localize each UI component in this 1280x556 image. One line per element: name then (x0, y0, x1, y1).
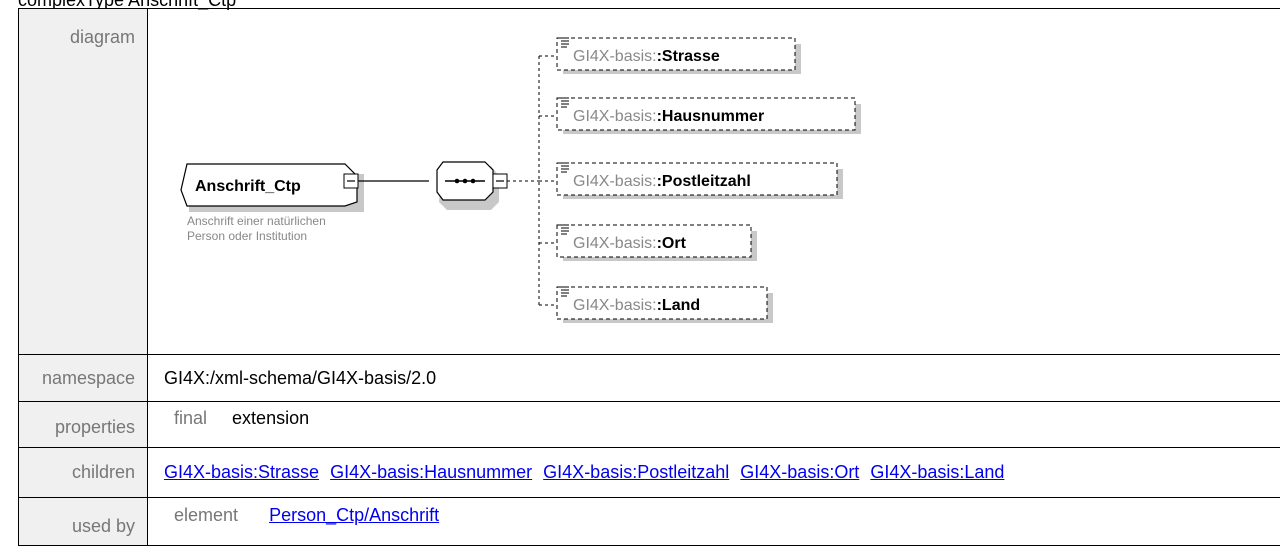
element-icon (561, 224, 569, 235)
row-used-by: used by element Person_Ctp/Anschrift (18, 497, 1280, 546)
element-prefix: GI4X-basis: (573, 297, 657, 314)
element-name: :Ort (657, 235, 687, 252)
element-icon (561, 286, 569, 297)
svg-text:GI4X-basis::Strasse: GI4X-basis::Strasse (573, 48, 720, 65)
element-box-hausnummer[interactable]: GI4X-basis::Hausnummer (556, 97, 861, 134)
element-icon (561, 37, 569, 48)
element-name: :Postleitzahl (657, 173, 751, 190)
element-name: :Land (657, 297, 701, 314)
element-box-strasse[interactable]: GI4X-basis::Strasse (556, 37, 801, 74)
element-icon (561, 97, 569, 108)
element-name: :Hausnummer (657, 108, 765, 125)
child-link-postleitzahl[interactable]: GI4X-basis:Postleitzahl (543, 462, 730, 482)
schema-diagram: Anschrift_Ctp Anschrift einer natürliche… (149, 10, 1279, 353)
diagram-cell: Anschrift_Ctp Anschrift einer natürliche… (147, 8, 1280, 355)
used-by-cell: element Person_Ctp/Anschrift (147, 497, 1280, 546)
annotation-line-1: Anschrift einer natürlichen (187, 214, 326, 228)
element-name: :Strasse (657, 48, 720, 65)
property-value: extension (232, 408, 310, 428)
child-link-land[interactable]: GI4X-basis:Land (870, 462, 1005, 482)
property-key: final (174, 408, 208, 428)
used-by-link[interactable]: Person_Ctp/Anschrift (269, 505, 440, 525)
svg-text:GI4X-basis::Ort: GI4X-basis::Ort (573, 235, 687, 252)
namespace-value: GI4X:/xml-schema/GI4X-basis/2.0 (147, 354, 1280, 402)
used-by-kind: element (174, 505, 239, 525)
row-children: children GI4X-basis:Strasse GI4X-basis:H… (18, 447, 1280, 498)
child-link-ort[interactable]: GI4X-basis:Ort (740, 462, 860, 482)
element-box-land[interactable]: GI4X-basis::Land (556, 286, 773, 323)
svg-text:GI4X-basis::Land: GI4X-basis::Land (573, 297, 700, 314)
label-children: children (18, 447, 148, 498)
element-box-ort[interactable]: GI4X-basis::Ort (556, 224, 757, 261)
label-properties: properties (18, 401, 148, 448)
svg-text:GI4X-basis::Postleitzahl: GI4X-basis::Postleitzahl (573, 173, 751, 190)
row-properties: properties final extension (18, 401, 1280, 448)
label-diagram: diagram (18, 8, 148, 355)
element-prefix: GI4X-basis: (573, 108, 657, 125)
type-name: Anschrift_Ctp (195, 178, 301, 195)
sequence-compositor[interactable] (436, 161, 508, 210)
annotation-line-2: Person oder Institution (187, 229, 307, 243)
label-namespace: namespace (18, 354, 148, 402)
element-prefix: GI4X-basis: (573, 173, 657, 190)
element-box-postleitzahl[interactable]: GI4X-basis::Postleitzahl (556, 162, 843, 199)
children-cell: GI4X-basis:Strasse GI4X-basis:Hausnummer… (147, 447, 1280, 498)
type-box[interactable]: Anschrift_Ctp (180, 163, 364, 212)
element-prefix: GI4X-basis: (573, 48, 657, 65)
properties-cell: final extension (147, 401, 1280, 448)
properties-table: diagram Anschrift_Ctp Anschrift einer na… (18, 8, 1280, 546)
label-used-by: used by (18, 497, 148, 546)
child-link-strasse[interactable]: GI4X-basis:Strasse (164, 462, 320, 482)
page-heading: complexType Anschrift_Ctp (18, 0, 237, 10)
element-icon (561, 162, 569, 173)
row-diagram: diagram Anschrift_Ctp Anschrift einer na… (18, 8, 1280, 355)
element-prefix: GI4X-basis: (573, 235, 657, 252)
child-link-hausnummer[interactable]: GI4X-basis:Hausnummer (330, 462, 533, 482)
svg-text:GI4X-basis::Hausnummer: GI4X-basis::Hausnummer (573, 108, 764, 125)
row-namespace: namespace GI4X:/xml-schema/GI4X-basis/2.… (18, 354, 1280, 402)
